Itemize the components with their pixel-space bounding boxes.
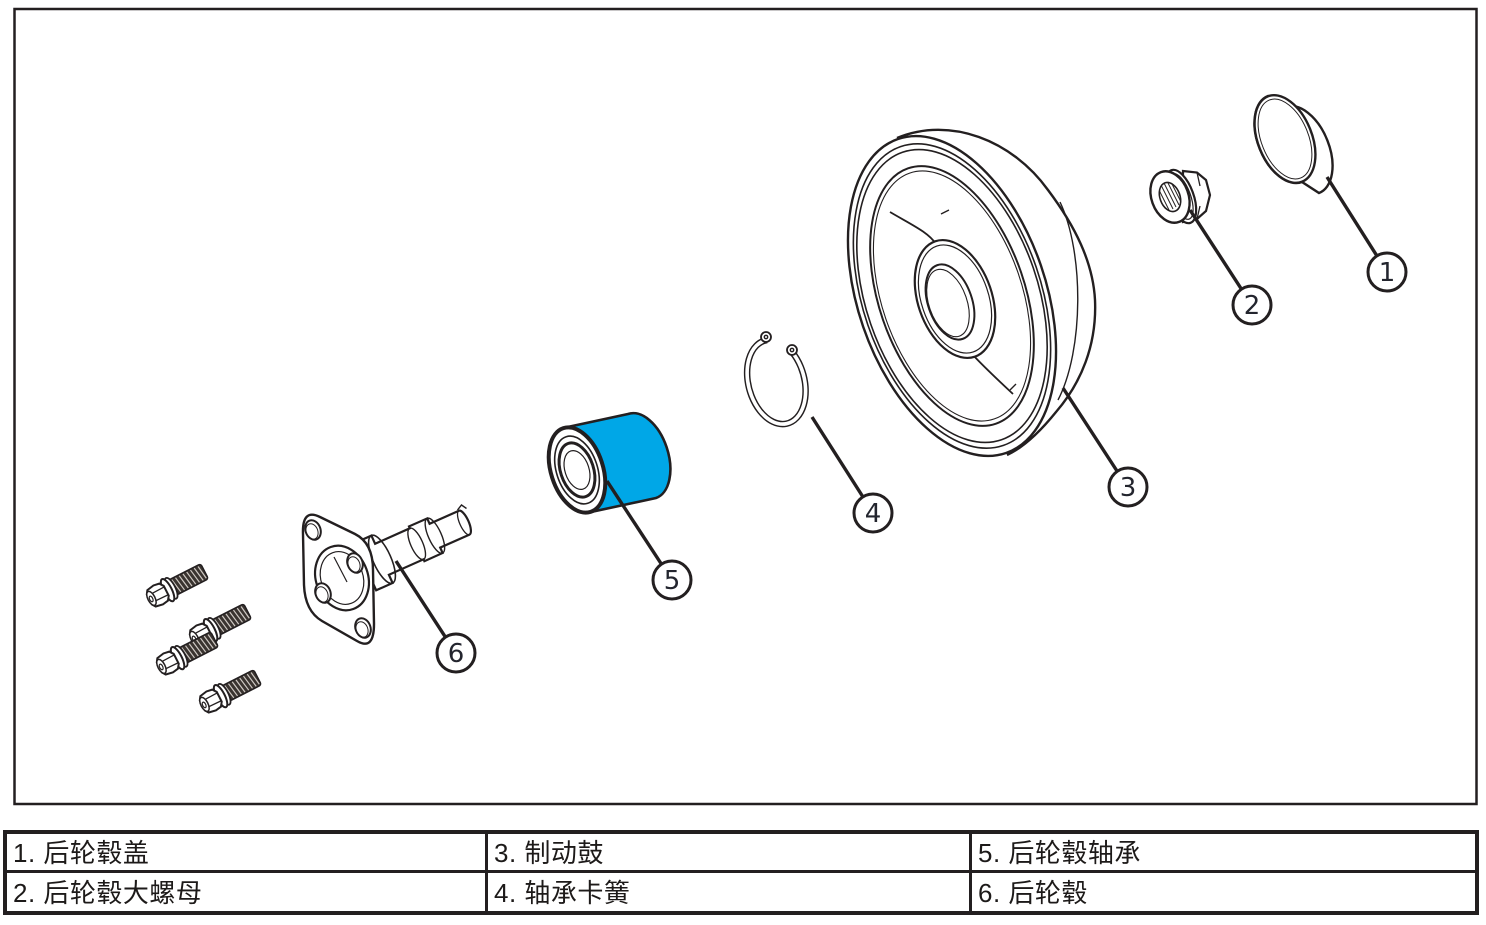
legend-cell-part5: 5. 后轮毂轴承	[978, 838, 1141, 869]
circlip-part	[743, 331, 809, 428]
callout-6: 6	[435, 632, 477, 674]
callout-6-number: 6	[448, 639, 465, 669]
callout-3: 3	[1107, 466, 1149, 508]
legend-row-2: 2. 后轮毂大螺母 4. 轴承卡簧 6. 后轮毂	[7, 872, 1475, 911]
callout-1: 1	[1366, 251, 1408, 293]
legend-cell-part4: 4. 轴承卡簧	[488, 872, 972, 911]
parts-legend-table: 1. 后轮毂盖 3. 制动鼓 5. 后轮毂轴承 2. 后轮毂大螺母 4. 轴承卡…	[3, 830, 1479, 915]
leader-line-1	[1325, 176, 1379, 257]
brake-drum-part	[846, 128, 1097, 458]
callout-balloons: 1 2 3 4 5 6	[435, 251, 1408, 674]
hub-cap-part	[1253, 93, 1334, 195]
bearing-part	[546, 411, 672, 515]
legend-cell-part3: 3. 制动鼓	[488, 834, 972, 870]
leader-line-4	[810, 416, 865, 498]
callout-1-number: 1	[1379, 258, 1396, 288]
callout-2: 2	[1231, 284, 1273, 326]
callout-2-number: 2	[1244, 291, 1261, 321]
legend-row-1: 1. 后轮毂盖 3. 制动鼓 5. 后轮毂轴承	[7, 834, 1475, 873]
leader-line-5	[605, 480, 664, 566]
callout-4-number: 4	[865, 499, 882, 529]
callout-4: 4	[852, 492, 894, 534]
hub-nut-part	[1149, 168, 1212, 225]
callout-3-number: 3	[1120, 473, 1137, 503]
leader-lines	[394, 176, 1379, 639]
wheel-bolts	[141, 559, 265, 718]
callout-5-number: 5	[664, 566, 681, 596]
legend-cell-part1: 1. 后轮毂盖	[7, 834, 488, 870]
diagram-frame	[13, 7, 1478, 806]
legend-cell-part2: 2. 后轮毂大螺母	[7, 872, 488, 911]
leader-line-3	[1061, 387, 1119, 472]
callout-5: 5	[651, 559, 693, 601]
hub-part	[301, 504, 473, 645]
leader-line-2	[1188, 209, 1244, 291]
legend-cell-part6: 6. 后轮毂	[978, 878, 1088, 909]
leader-line-6	[394, 560, 448, 639]
